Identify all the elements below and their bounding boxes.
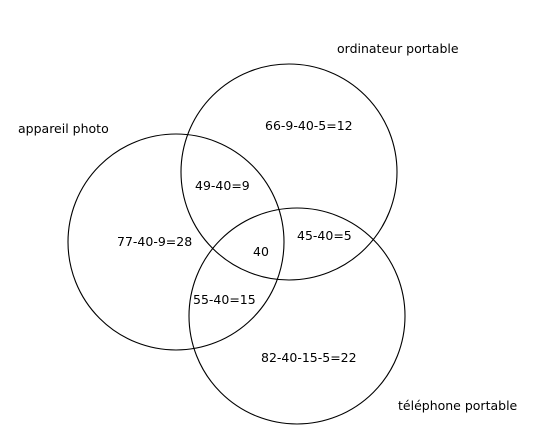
region-laptop-only: 66-9-40-5=12 [265, 118, 353, 133]
region-camera-only: 77-40-9=28 [117, 234, 192, 249]
region-camera-laptop: 49-40=9 [195, 178, 250, 193]
region-camera-phone: 55-40=15 [193, 292, 256, 307]
region-phone-only: 82-40-15-5=22 [261, 350, 357, 365]
circle-ordinateur-portable [180, 63, 398, 281]
circle-appareil-photo [67, 133, 285, 351]
set-label-ordinateur-portable: ordinateur portable [337, 41, 459, 56]
circle-telephone-portable [188, 207, 406, 425]
set-label-appareil-photo: appareil photo [18, 121, 109, 136]
set-label-telephone-portable: téléphone portable [398, 398, 518, 413]
region-laptop-phone: 45-40=5 [297, 228, 352, 243]
region-all-three: 40 [253, 244, 269, 259]
